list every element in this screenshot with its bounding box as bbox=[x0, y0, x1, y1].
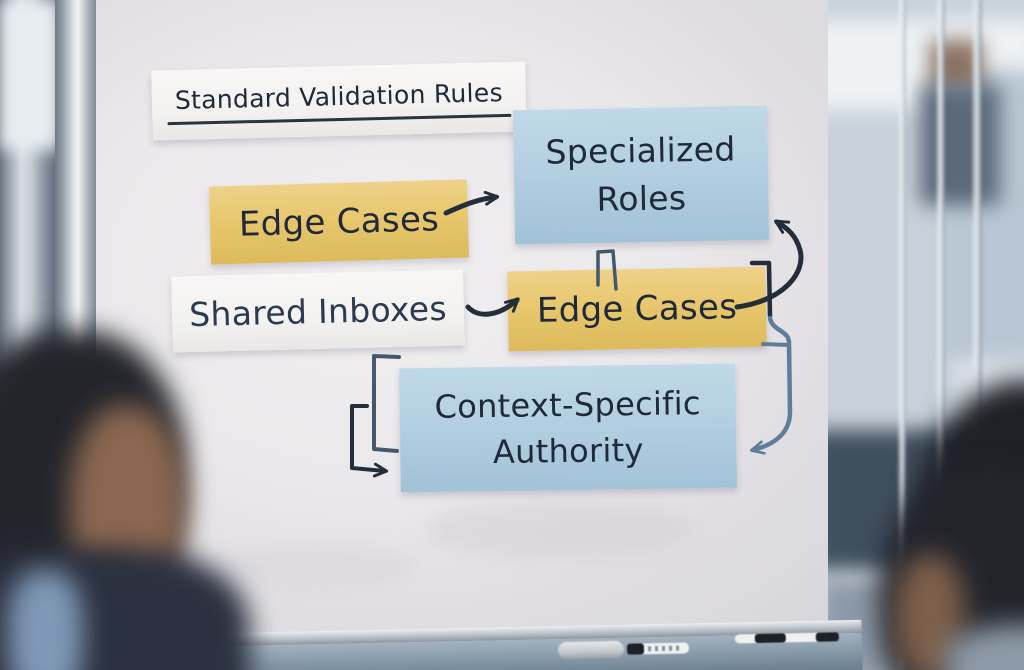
person-left-shirt-collar bbox=[8, 570, 83, 670]
glass-mullion bbox=[898, 0, 906, 670]
note-label: Edge Cases bbox=[536, 287, 738, 331]
title-text: Standard Validation Rules bbox=[174, 77, 504, 115]
sticky-note-edge-cases-1: Edge Cases bbox=[208, 179, 470, 265]
title-underline bbox=[167, 113, 512, 125]
note-line-2: Roles bbox=[596, 178, 687, 219]
marker-pen-short bbox=[626, 642, 690, 655]
whiteboard-frame-right bbox=[827, 0, 849, 652]
note-label: Shared Inboxes bbox=[188, 288, 448, 334]
marker-pen-cap bbox=[626, 643, 645, 655]
paper-card-shared-inboxes: Shared Inboxes bbox=[171, 269, 465, 353]
glass-mullion bbox=[972, 0, 982, 670]
glass-mullion bbox=[936, 0, 945, 670]
title-card: Standard Validation Rules bbox=[151, 61, 527, 141]
sticky-note-specialized-roles: Specialized Roles bbox=[512, 105, 770, 245]
sticky-note-edge-cases-2: Edge Cases bbox=[507, 266, 767, 352]
marker-pen-grip bbox=[754, 633, 786, 644]
erased-marker-smudge bbox=[426, 500, 696, 560]
note-line-2: Authority bbox=[492, 430, 644, 472]
window-light-blur bbox=[0, 0, 56, 150]
erased-marker-smudge bbox=[216, 545, 416, 590]
sticky-note-context-specific-authority: Context-Specific Authority bbox=[399, 363, 737, 493]
note-label: Edge Cases bbox=[238, 199, 440, 245]
marker-pen-label bbox=[648, 645, 683, 651]
note-line-1: Specialized bbox=[545, 129, 736, 172]
whiteboard-eraser bbox=[557, 640, 625, 660]
distant-person-body bbox=[920, 85, 1000, 205]
note-line-1: Context-Specific bbox=[434, 383, 702, 426]
marker-pen-cap bbox=[815, 632, 839, 642]
